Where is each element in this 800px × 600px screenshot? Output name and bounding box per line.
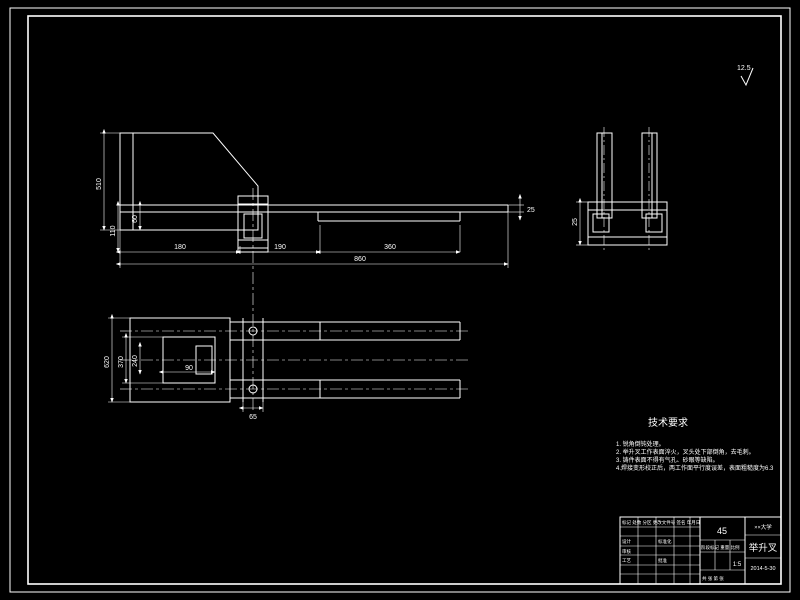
dimension-label: 110 [110, 225, 117, 236]
end-view [587, 132, 668, 246]
title-block-role-standard: 标准化 [658, 538, 672, 545]
dimension-label: 360 [384, 244, 396, 251]
plan-view-dimensions [108, 313, 264, 412]
tech-requirement-item: 2. 举升叉工作表面淬火，叉头处下部倒角，去毛刺。 [616, 448, 755, 456]
title-block-stage-row: 阶段标记 重量 比例 [701, 544, 740, 551]
tech-requirement-item: 1. 锐角倒钝处理。 [616, 440, 665, 448]
roughness-check-icon [740, 67, 754, 87]
dimension-label: 65 [249, 414, 257, 421]
end-view-dimensions [576, 197, 588, 246]
drawing-scale: 1:5 [733, 562, 742, 568]
title-block-role-check: 审核 [622, 548, 631, 555]
dimension-label: 25 [572, 218, 579, 226]
title-block-revision-header: 标记 处数 分区 更改文件号 签名 年月日 [622, 519, 700, 526]
dimension-label: 240 [132, 355, 139, 367]
dimension-label: 180 [174, 244, 186, 251]
dimension-label: 860 [354, 256, 366, 263]
roughness-symbol: 12.5 [737, 65, 754, 87]
dimension-label: 620 [104, 356, 111, 368]
main-view-dimensions [100, 128, 524, 268]
sheet-count: 共 张 第 张 [702, 575, 724, 582]
main-view [119, 132, 509, 253]
dimension-label: 60 [132, 215, 139, 223]
material-spec: 45 [717, 526, 727, 536]
tech-requirements-title: 技术要求 [648, 416, 688, 429]
dimension-label: 190 [274, 244, 286, 251]
drawing-border [9, 7, 791, 593]
title-block-role-design: 设计 [622, 538, 631, 545]
roughness-value: 12.5 [737, 65, 751, 72]
dimension-label: 370 [118, 356, 125, 368]
part-name: 举升叉 [749, 542, 778, 554]
tech-requirement-item: 4.焊接变形校正后，两工作面平行度误差，表面粗糙度为6.3 [616, 464, 774, 472]
tech-requirements: 技术要求 1. 锐角倒钝处理。 2. 举升叉工作表面淬火，叉头处下部倒角，去毛刺… [616, 416, 774, 472]
dimension-label: 90 [185, 365, 193, 372]
title-block-role-approve: 批准 [658, 557, 667, 564]
dimension-label: 25 [527, 207, 535, 214]
tech-requirement-item: 3. 铸件表面不得有气孔、砂眼等缺陷。 [616, 456, 719, 464]
title-block [619, 516, 782, 585]
drawing-date: 2014-5-30 [750, 566, 775, 572]
dimension-label: 510 [96, 178, 103, 190]
title-block-role-process: 工艺 [622, 558, 631, 563]
organization-name: ××大学 [754, 523, 772, 531]
